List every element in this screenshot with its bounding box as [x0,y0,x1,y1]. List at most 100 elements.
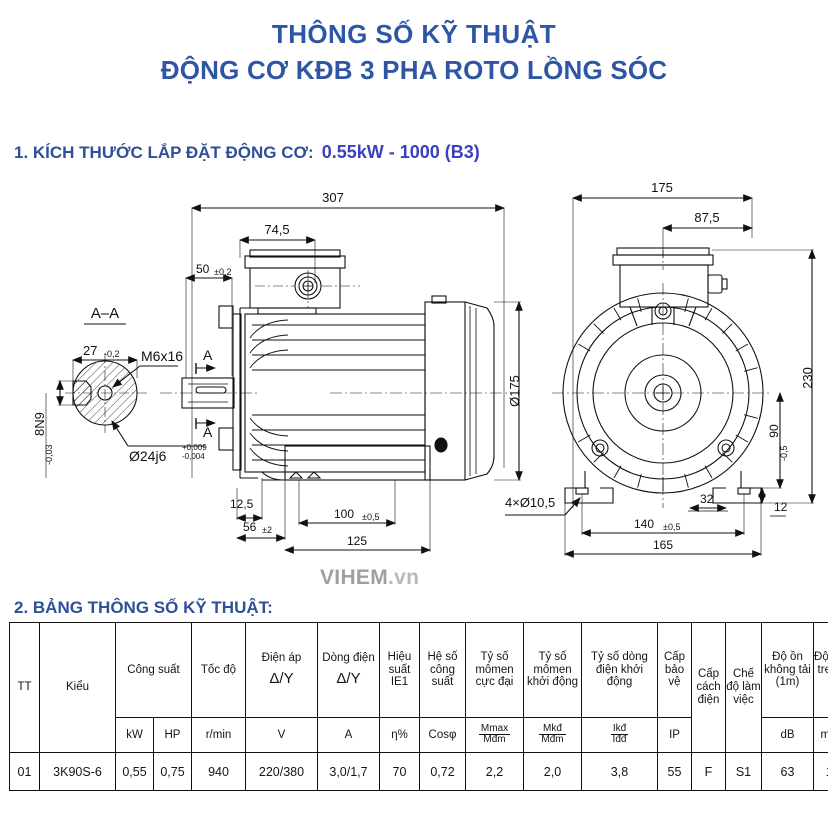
unit-ikd-idd: Ikđ Iđđ [581,717,658,753]
fraction-ikd-idd: Ikđ Iđđ [610,723,629,746]
unit-a: A [317,717,380,753]
col-header-kieu: Kiểu [39,622,116,753]
svg-text:230: 230 [800,367,815,389]
fraction-mmax-mdm: Mmax Mđm [478,723,511,746]
svg-text:32: 32 [700,492,714,506]
section-1-heading: 1. KÍCH THƯỚC LẮP ĐẶT ĐỘNG CƠ: 0.55kW - 1… [14,142,480,163]
svg-text:-0,004: -0,004 [182,452,205,461]
unit-v: V [245,717,318,753]
cell-tt: 01 [9,752,40,791]
unit-db: dB [761,717,814,753]
col-header-cap-bao-ve: Cấp bảo vệ [657,622,692,718]
svg-text:50: 50 [196,262,210,276]
svg-text:12: 12 [774,500,788,514]
col-header-dong-dien: Dòng điện Δ/Y [317,622,380,718]
unit-ip: IP [657,717,692,753]
svg-text:-0,2: -0,2 [104,349,120,359]
svg-text:Ø175: Ø175 [507,375,522,407]
drawing-svg: 307 74,5 [32,180,816,558]
cell-a: 3,0/1,7 [317,752,380,791]
cell-ikd-idd: 3,8 [581,752,658,791]
svg-text:87,5: 87,5 [694,210,719,225]
delta-y-symbol-current: Δ/Y [336,670,361,688]
cell-mms: 1,6 [813,752,828,791]
fraction-numerator: Ikđ [610,723,629,736]
col-header-cap-cach-dien: Cấp cách điện [691,622,726,753]
col-header-dien-ap-text: Điện áp [261,652,302,665]
svg-text:8N9: 8N9 [32,412,47,436]
page-title-line1: THÔNG SỐ KỸ THUẬT [271,19,557,49]
watermark-text: VIHEM [320,566,389,589]
svg-text:307: 307 [322,190,344,205]
svg-text:27: 27 [83,343,97,358]
col-header-cong-suat: Công suất [115,622,192,718]
col-header-do-rung: Độ rung treo tự do [813,622,828,718]
col-header-dong-dien-text: Dòng điện [322,652,375,665]
cell-mkd-mdm: 2,0 [523,752,582,791]
col-header-ty-so-momen-khoi-dong: Tỷ số mômen khởi động [523,622,582,718]
unit-hp: HP [153,717,192,753]
unit-mms: mm/s [813,717,828,753]
col-header-dien-ap: Điện áp Δ/Y [245,622,318,718]
fraction-denominator: Iđđ [612,734,627,746]
svg-text:125: 125 [347,534,367,548]
cell-rmin: 940 [191,752,246,791]
svg-text:A: A [203,347,213,363]
svg-text:±2: ±2 [262,525,272,535]
cell-kieu: 3K90S-6 [39,752,116,791]
cell-hp: 0,75 [153,752,192,791]
unit-mkd-mdm: Mkđ Mđm [523,717,582,753]
unit-kw: kW [115,717,154,753]
fraction-numerator: Mkđ [539,723,566,736]
col-header-tt: TT [9,622,40,753]
col-header-che-do-lam-viec: Chế độ làm việc [725,622,762,753]
unit-eta: η% [379,717,420,753]
svg-text:A–A: A–A [91,305,119,322]
delta-y-symbol-voltage: Δ/Y [269,670,294,688]
svg-text:±0,2: ±0,2 [214,267,231,277]
svg-text:90: 90 [767,424,781,438]
fraction-denominator: Mđm [541,734,564,746]
unit-mmax-mdm: Mmax Mđm [465,717,524,753]
cell-db: 63 [761,752,814,791]
col-header-he-so-cong-suat: Hệ số công suất [419,622,466,718]
cell-eta: 70 [379,752,420,791]
spec-table: TT Kiểu Công suất Tốc độ Điện áp Δ/Y Dòn… [9,622,828,791]
svg-text:-0,03: -0,03 [44,444,54,465]
section-1-value: 0.55kW - 1000 (B3) [321,142,480,162]
cell-che-do: S1 [725,752,762,791]
svg-text:100: 100 [334,507,354,521]
spec-table-wrapper: TT Kiểu Công suất Tốc độ Điện áp Δ/Y Dòn… [9,622,828,791]
cell-cach-dien: F [691,752,726,791]
svg-text:A: A [203,424,213,440]
fraction-mkd-mdm: Mkđ Mđm [539,723,566,746]
col-header-hieu-suat: Hiệu suất IE1 [379,622,420,718]
svg-text:140: 140 [634,517,654,531]
vihem-watermark: VIHEM.vn [320,566,419,590]
col-header-toc-do: Tốc độ [191,622,246,718]
svg-text:-0,5: -0,5 [779,445,789,461]
page-title-block: THÔNG SỐ KỸ THUẬT ĐỘNG CƠ KĐB 3 PHA ROTO… [0,0,828,86]
table-header-row-units: kW HP r/min V A η% Cosφ Mmax Mđm [10,717,828,753]
cell-v: 220/380 [245,752,318,791]
cell-cos: 0,72 [419,752,466,791]
table-header-row-top: TT Kiểu Công suất Tốc độ Điện áp Δ/Y Dòn… [9,622,828,753]
col-header-ty-so-momen-cuc-dai: Tỷ số mômen cực đại [465,622,524,718]
section-2-heading: 2. BẢNG THÔNG SỐ KỸ THUẬT: [14,598,273,617]
col-header-do-on: Độ ồn không tải (1m) [761,622,814,718]
cell-ip: 55 [657,752,692,791]
svg-text:M6x16: M6x16 [141,348,183,364]
cell-mmax-mdm: 2,2 [465,752,524,791]
unit-rmin: r/min [191,717,246,753]
unit-cos: Cosφ [419,717,466,753]
technical-drawing: 307 74,5 [0,178,828,589]
svg-text:74,5: 74,5 [264,222,289,237]
col-header-ty-so-dong-dien-khoi-dong: Tỷ số dòng điện khởi động [581,622,658,718]
table-row: 01 3K90S-6 0,55 0,75 940 220/380 3,0/1,7… [9,752,828,791]
section-1-label: 1. KÍCH THƯỚC LẮP ĐẶT ĐỘNG CƠ: [14,143,314,162]
watermark-suffix: .vn [388,566,420,589]
svg-text:165: 165 [653,538,673,552]
svg-text:±0,5: ±0,5 [362,512,379,522]
svg-text:56: 56 [243,520,257,534]
